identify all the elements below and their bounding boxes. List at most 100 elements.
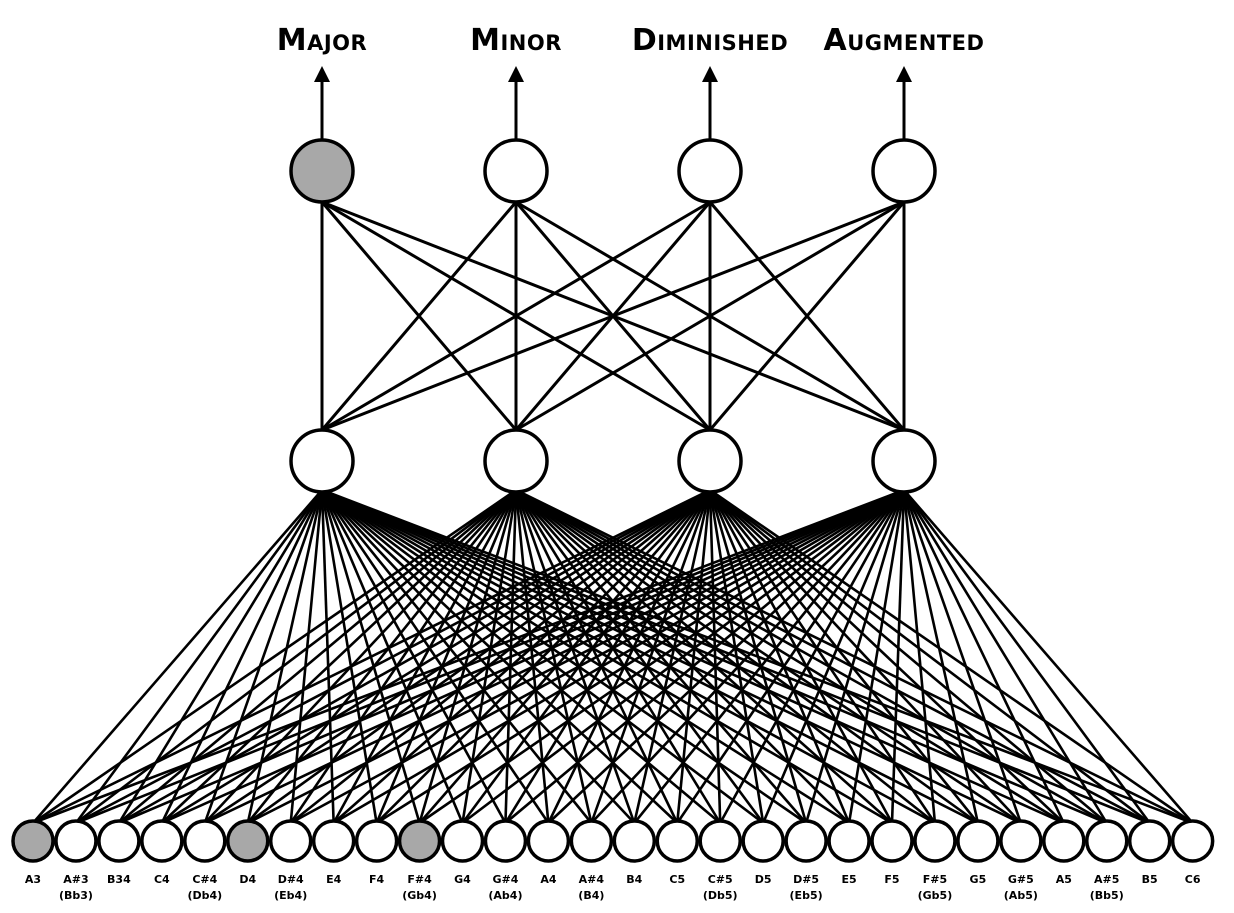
edge-hidden-3-output-1 [515, 200, 905, 432]
edge-input-9-hidden-1 [418, 489, 518, 824]
edge-input-24-hidden-0 [321, 488, 1065, 825]
input-note-label: G#4 [492, 873, 518, 886]
edge-input-22-hidden-1 [515, 488, 979, 825]
input-note-label: A5 [1056, 873, 1072, 886]
edge-input-7-hidden-0 [320, 489, 335, 824]
input-note-label: E5 [841, 873, 856, 886]
input-node-7 [311, 819, 356, 863]
input-alt-label: (Ab5) [1004, 889, 1038, 902]
edge-input-23-hidden-1 [515, 488, 1022, 825]
input-node-13 [569, 819, 614, 863]
hidden-node-3 [871, 428, 937, 494]
edge-input-19-hidden-1 [515, 489, 850, 824]
input-note-label: A4 [540, 873, 557, 886]
hidden-node-1 [483, 428, 549, 494]
edge-input-26-hidden-0 [321, 488, 1151, 825]
edge-input-14-hidden-1 [514, 489, 636, 824]
edge-input-23-hidden-0 [321, 488, 1022, 825]
edge-input-24-hidden-3 [902, 489, 1065, 824]
output-arrows [314, 66, 912, 140]
input-note-label: F5 [884, 873, 899, 886]
edge-input-11-hidden-1 [504, 489, 518, 824]
input-alt-label: (Bb3) [59, 889, 93, 902]
input-note-label: B5 [1142, 873, 1158, 886]
edge-input-15-hidden-1 [514, 489, 679, 824]
edge-input-26-hidden-3 [902, 489, 1151, 824]
edge-input-17-hidden-0 [321, 488, 764, 825]
arrow-up-icon [508, 66, 524, 82]
input-node-9 [397, 819, 442, 863]
input-note-label: G4 [454, 873, 471, 886]
input-note-label: A#5 [1094, 873, 1119, 886]
input-node-25 [1085, 819, 1129, 863]
input-note-label: D5 [755, 873, 772, 886]
output-label-minor: Minor [470, 23, 562, 58]
edge-input-12-hidden-1 [514, 489, 550, 824]
input-node-23 [999, 819, 1043, 863]
input-note-label: A3 [25, 873, 41, 886]
edge-input-25-hidden-2 [709, 489, 1108, 824]
edge-input-27-hidden-3 [903, 489, 1194, 824]
arrow-up-icon [702, 66, 718, 82]
input-node-6 [268, 819, 313, 863]
edge-input-25-hidden-3 [902, 489, 1108, 824]
edge-input-25-hidden-0 [321, 488, 1108, 825]
edge-input-16-hidden-1 [514, 489, 722, 824]
edge-input-18-hidden-1 [515, 489, 808, 824]
edge-input-19-hidden-2 [708, 489, 851, 824]
input-alt-label: (B4) [578, 889, 604, 902]
input-node-18 [784, 819, 828, 863]
input-alt-label: (Ab4) [488, 889, 522, 902]
output-label-diminished: Diminished [632, 23, 788, 58]
output-label-augmented: Augmented [824, 23, 985, 58]
edge-input-7-hidden-1 [332, 489, 518, 824]
input-node-21 [913, 819, 957, 863]
input-node-17 [741, 819, 785, 863]
edge-input-1-hidden-0 [74, 489, 324, 824]
edge-input-27-hidden-1 [515, 488, 1194, 825]
edge-input-21-hidden-1 [515, 488, 936, 825]
edge-input-22-hidden-0 [321, 488, 979, 825]
output-node-minor [483, 138, 549, 204]
edge-input-20-hidden-0 [321, 488, 893, 825]
output-node-augmented [871, 138, 937, 204]
arrow-up-icon [314, 66, 330, 82]
input-node-24 [1042, 819, 1086, 863]
output-node-diminished [677, 138, 743, 204]
input-note-label: A#4 [579, 873, 605, 886]
edge-input-2-hidden-0 [117, 489, 324, 824]
edge-input-6-hidden-0 [289, 489, 324, 824]
input-alt-label: (Db4) [187, 889, 222, 902]
input-node-4 [183, 819, 227, 863]
input-note-label: G#5 [1008, 873, 1034, 886]
edge-input-21-hidden-3 [902, 489, 937, 824]
edge-input-19-hidden-0 [321, 488, 850, 825]
input-note-label: C5 [669, 873, 685, 886]
edge-input-21-hidden-0 [321, 488, 936, 825]
input-alt-label: (Eb4) [274, 889, 307, 902]
edge-input-24-hidden-2 [709, 489, 1065, 824]
edge-input-10-hidden-1 [461, 489, 518, 824]
input-node-5 [226, 819, 270, 863]
input-node-10 [440, 819, 485, 863]
edge-input-21-hidden-2 [708, 489, 937, 824]
edge-input-8-hidden-1 [375, 489, 518, 824]
input-note-label: B34 [107, 873, 131, 886]
edge-hidden-1-output-0 [320, 201, 518, 431]
output-layer [289, 138, 937, 204]
edge-input-13-hidden-1 [514, 489, 593, 824]
edge-input-27-hidden-2 [709, 488, 1194, 825]
edge-input-19-hidden-3 [847, 489, 906, 824]
edge-input-17-hidden-1 [514, 489, 765, 824]
edge-hidden-2-output-0 [321, 200, 711, 432]
input-alt-label: (Gb4) [402, 889, 437, 902]
input-node-27 [1170, 819, 1215, 863]
edge-input-22-hidden-3 [902, 489, 980, 824]
input-node-0 [11, 819, 55, 863]
input-node-3 [140, 819, 184, 863]
input-alt-label: (Db5) [703, 889, 738, 902]
edge-input-14-hidden-0 [321, 489, 636, 824]
input-node-19 [827, 819, 871, 863]
